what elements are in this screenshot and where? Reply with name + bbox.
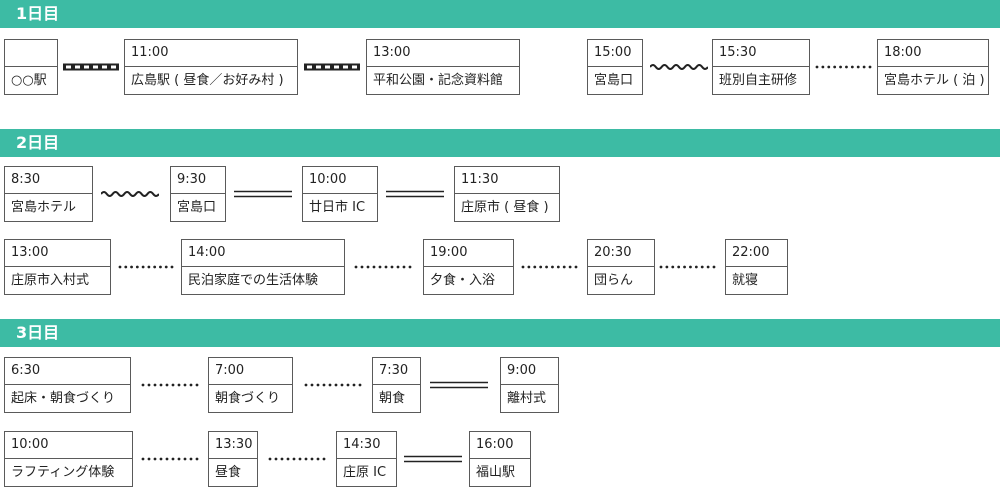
road-connector xyxy=(234,187,292,201)
schedule-stop-wake-up: 6:30 起床・朝食づくり xyxy=(4,357,131,413)
road-connector xyxy=(386,187,444,201)
ferry-connector xyxy=(101,187,159,201)
stop-place: 宮島口 xyxy=(177,200,217,215)
stop-time: 7:00 xyxy=(209,358,292,385)
schedule-stop-day1-departure: ○○駅 xyxy=(4,39,58,95)
stop-time: 9:00 xyxy=(501,358,558,385)
schedule-stop-miyajima-hotel: 8:30 宮島ホテル xyxy=(4,166,93,222)
walk-connector xyxy=(141,452,199,466)
road-connector xyxy=(430,378,488,392)
stop-place: ラフティング体験 xyxy=(11,465,115,480)
stop-place: 広島駅 ( 昼食／お好み村 ) xyxy=(131,73,284,88)
stop-place: 団らん xyxy=(594,273,634,288)
stop-time: 13:30 xyxy=(209,432,257,459)
schedule-stop-miyajima-hotel: 18:00 宮島ホテル ( 泊 ) xyxy=(877,39,989,95)
stop-time: 15:30 xyxy=(713,40,809,67)
walk-connector xyxy=(141,378,199,392)
schedule-stop-breakfast-making: 7:00 朝食づくり xyxy=(208,357,293,413)
stop-time: 13:00 xyxy=(367,40,519,67)
stop-time: 14:00 xyxy=(182,240,344,267)
walk-connector xyxy=(659,260,716,274)
stop-time: 10:00 xyxy=(303,167,377,194)
stop-place: 平和公園・記念資料館 xyxy=(373,73,504,88)
stop-time: 11:00 xyxy=(125,40,297,67)
stop-place: 夕食・入浴 xyxy=(430,273,496,288)
ferry-connector xyxy=(650,60,708,74)
stop-time xyxy=(5,40,57,67)
schedule-stop-lunch: 13:30 昼食 xyxy=(208,431,258,487)
stop-time: 15:00 xyxy=(588,40,642,67)
schedule-stop-bedtime: 22:00 就寝 xyxy=(725,239,788,295)
road-connector xyxy=(404,452,462,466)
stop-time: 16:00 xyxy=(470,432,530,459)
schedule-stop-shobara-ic: 14:30 庄原 IC xyxy=(336,431,397,487)
stop-time: 9:30 xyxy=(171,167,225,194)
schedule-stop-peace-park: 13:00 平和公園・記念資料館 xyxy=(366,39,520,95)
schedule-stop-miyajimaguchi: 15:00 宮島口 xyxy=(587,39,643,95)
stop-place: ○○駅 xyxy=(11,73,47,88)
stop-place: 離村式 xyxy=(507,391,547,406)
stop-place: 昼食 xyxy=(215,465,242,480)
stop-time: 13:00 xyxy=(5,240,110,267)
day-1-header: 1日目 xyxy=(0,0,1000,28)
walk-connector xyxy=(118,260,174,274)
stop-place: 就寝 xyxy=(732,273,759,288)
stop-place: 福山駅 xyxy=(476,465,516,480)
schedule-stop-family-time: 20:30 団らん xyxy=(587,239,655,295)
stop-time: 22:00 xyxy=(726,240,787,267)
schedule-stop-homestay-experience: 14:00 民泊家庭での生活体験 xyxy=(181,239,345,295)
day-3-header: 3日目 xyxy=(0,319,1000,347)
stop-place: 班別自主研修 xyxy=(719,73,798,88)
stop-time: 14:30 xyxy=(337,432,396,459)
stop-place: 朝食 xyxy=(379,391,406,406)
stop-place: 宮島ホテル xyxy=(11,200,77,215)
stop-time: 18:00 xyxy=(878,40,988,67)
schedule-stop-dinner-bath: 19:00 夕食・入浴 xyxy=(423,239,514,295)
rail-connector xyxy=(304,60,360,74)
schedule-stop-group-study: 15:30 班別自主研修 xyxy=(712,39,810,95)
stop-place: 庄原 IC xyxy=(343,465,387,480)
stop-time: 8:30 xyxy=(5,167,92,194)
schedule-stop-entry-ceremony: 13:00 庄原市入村式 xyxy=(4,239,111,295)
stop-time: 19:00 xyxy=(424,240,513,267)
schedule-stop-hiroshima-station: 11:00 広島駅 ( 昼食／お好み村 ) xyxy=(124,39,298,95)
stop-time: 11:30 xyxy=(455,167,559,194)
stop-time: 10:00 xyxy=(5,432,132,459)
walk-connector xyxy=(268,452,326,466)
stop-time: 6:30 xyxy=(5,358,130,385)
stop-place: 宮島口 xyxy=(594,73,634,88)
day-2-header: 2日目 xyxy=(0,129,1000,157)
walk-connector xyxy=(304,378,362,392)
walk-connector xyxy=(354,260,412,274)
schedule-stop-miyajimaguchi: 9:30 宮島口 xyxy=(170,166,226,222)
stop-place: 朝食づくり xyxy=(215,391,281,406)
walk-connector xyxy=(815,60,872,74)
schedule-stop-breakfast: 7:30 朝食 xyxy=(372,357,421,413)
stop-place: 民泊家庭での生活体験 xyxy=(188,273,319,288)
walk-connector xyxy=(521,260,578,274)
stop-place: 庄原市 ( 昼食 ) xyxy=(461,200,549,215)
stop-place: 起床・朝食づくり xyxy=(11,391,116,406)
schedule-stop-hatsukaichi-ic: 10:00 廿日市 IC xyxy=(302,166,378,222)
rail-connector xyxy=(63,60,119,74)
stop-place: 廿日市 IC xyxy=(309,200,366,215)
schedule-stop-shobara-lunch: 11:30 庄原市 ( 昼食 ) xyxy=(454,166,560,222)
stop-place: 庄原市入村式 xyxy=(11,273,90,288)
schedule-stop-rafting: 10:00 ラフティング体験 xyxy=(4,431,133,487)
schedule-stop-fukuyama-station: 16:00 福山駅 xyxy=(469,431,531,487)
schedule-stop-farewell-ceremony: 9:00 離村式 xyxy=(500,357,559,413)
stop-time: 7:30 xyxy=(373,358,420,385)
stop-place: 宮島ホテル ( 泊 ) xyxy=(884,73,985,88)
stop-time: 20:30 xyxy=(588,240,654,267)
